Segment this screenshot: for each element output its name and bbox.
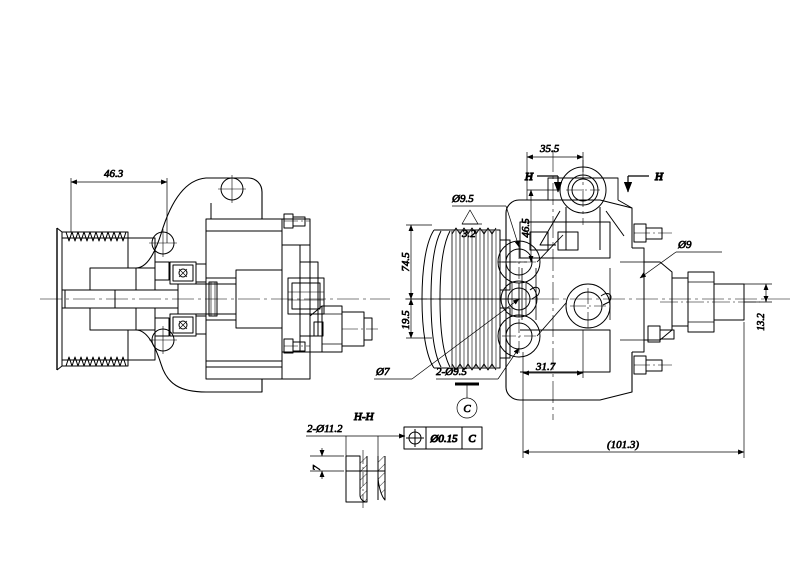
outlet-fitting	[287, 277, 325, 315]
callout-label-2-d9-5: 2-Ø9.5	[436, 366, 467, 378]
section-label-h-right: H	[654, 171, 664, 183]
dim-label-31-7: 31.7	[535, 361, 556, 373]
dim-label-101-3: (101.3)	[607, 439, 639, 451]
dim-label-7: 7	[311, 465, 323, 471]
dim-label-13-2: 13.2	[756, 313, 767, 331]
dimension-7: 7	[310, 448, 344, 479]
dimension-35-5: 35.5	[526, 143, 584, 200]
callout-two-holes: 2-Ø9.5 C	[436, 347, 520, 419]
dim-label-35-5: 35.5	[539, 143, 560, 155]
dim-label-19-5: 19.5	[400, 310, 412, 330]
section-mark-h-right: H	[623, 170, 665, 193]
dimension-overall-reference: (101.3)	[522, 322, 745, 458]
datum-label-c: C	[463, 403, 471, 415]
pump-housing	[205, 218, 319, 380]
callout-label-d7: Ø7	[375, 366, 390, 378]
dimension-19-5: 19.5	[400, 298, 432, 339]
section-label-h-left: H	[524, 171, 534, 183]
callout-label-d9: Ø9	[677, 239, 692, 251]
callout-label-surface-finish: 3.2	[461, 228, 476, 240]
callout-hole-upper: Ø9.5 3.2	[451, 193, 520, 248]
gdt-datum-reference: C	[468, 433, 476, 445]
callout-label-d9-5: Ø9.5	[451, 193, 474, 205]
lower-bolt	[283, 338, 310, 354]
pulley-section	[56, 227, 179, 371]
gdt-feature-control-frame: Ø0.15 C	[403, 426, 483, 450]
dimension-13-2: 13.2	[744, 283, 772, 331]
section-mark-h-left: H	[523, 170, 563, 193]
counterbore-section	[345, 450, 386, 508]
dimension-46-5: 46.5	[498, 189, 560, 263]
upper-bolt	[283, 213, 310, 229]
right-center-boss	[565, 283, 612, 330]
callout-label-2-d11-2: 2-Ø11.2	[307, 423, 343, 435]
upper-right-bolt	[633, 223, 672, 243]
dimension-31-7: 31.7	[522, 330, 584, 378]
top-mounting-boss	[539, 166, 633, 250]
lower-mounting-ear	[135, 308, 263, 393]
callout-shaft-bore: Ø7	[374, 298, 520, 380]
side-port-union	[309, 305, 378, 353]
section-detail-title: H-H	[353, 411, 375, 423]
section-h-h-detail: H-H 2-Ø11.2 7	[306, 411, 483, 508]
dimension-46-3: 46.3	[70, 168, 168, 243]
right-outlet-assembly	[644, 261, 760, 343]
lower-right-bolt	[633, 355, 672, 375]
dim-label-74-5: 74.5	[400, 252, 412, 272]
dimension-74-5: 74.5	[400, 224, 520, 300]
dim-label-46-3: 46.3	[104, 168, 124, 180]
callout-section-holes: 2-Ø11.2	[306, 423, 406, 456]
left-side-section-view: 46.3	[40, 168, 390, 393]
gdt-tolerance-value: Ø0.15	[429, 433, 458, 445]
front-view: H H 35.5 46.5 74.5	[374, 143, 790, 458]
callout-hole-right: Ø9	[639, 239, 722, 279]
boss-cluster	[497, 234, 567, 358]
dim-label-46-5: 46.5	[520, 218, 532, 238]
